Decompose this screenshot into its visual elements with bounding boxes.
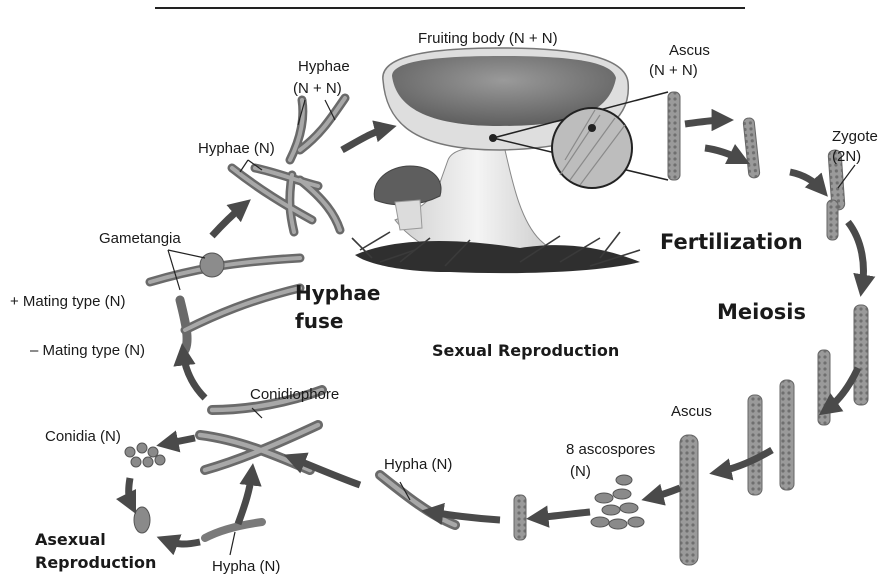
heading-sexual-reproduction: Sexual Reproduction: [432, 341, 619, 360]
ascospores-cluster: [591, 475, 644, 529]
label-plus-mating-type: + Mating type (N): [10, 293, 125, 311]
heading-asexual-line1: Asexual: [35, 530, 106, 549]
label-gametangia: Gametangia: [99, 230, 181, 248]
heading-hyphae-fuse-line2: fuse: [295, 310, 343, 332]
label-hyphae-dikaryotic: Hyphae: [298, 58, 350, 76]
label-hyphae-haploid: Hyphae (N): [198, 140, 275, 158]
label-hyphae-dikaryotic-ploidy: (N + N): [293, 80, 342, 98]
label-ascus-top: Ascus: [669, 42, 710, 60]
heading-asexual-line2: Reproduction: [35, 553, 156, 572]
label-ascus-right: Ascus: [671, 403, 712, 421]
gametangium: [200, 253, 224, 277]
heading-meiosis: Meiosis: [717, 300, 806, 324]
label-minus-mating-type: – Mating type (N): [30, 342, 145, 360]
mating-hyphae: [150, 258, 300, 350]
young-hypha: [205, 522, 262, 538]
label-ascospores-ploidy: (N): [570, 463, 591, 481]
label-conidiophore: Conidiophore: [250, 386, 339, 404]
label-ascospores: 8 ascospores: [566, 441, 655, 459]
label-ascus-top-ploidy: (N + N): [649, 62, 698, 80]
conidia-cluster: [125, 443, 165, 467]
germinating-conidium: [134, 507, 150, 533]
heading-fertilization: Fertilization: [660, 230, 803, 254]
label-conidia: Conidia (N): [45, 428, 121, 446]
label-zygote-ploidy: (2N): [832, 148, 861, 166]
label-fruiting-body: Fruiting body (N + N): [418, 30, 558, 48]
heading-hyphae-fuse-line1: Hyphae: [295, 282, 380, 304]
label-hypha-bottom: Hypha (N): [212, 558, 280, 576]
label-hypha-middle: Hypha (N): [384, 456, 452, 474]
label-zygote: Zygote: [832, 128, 878, 146]
